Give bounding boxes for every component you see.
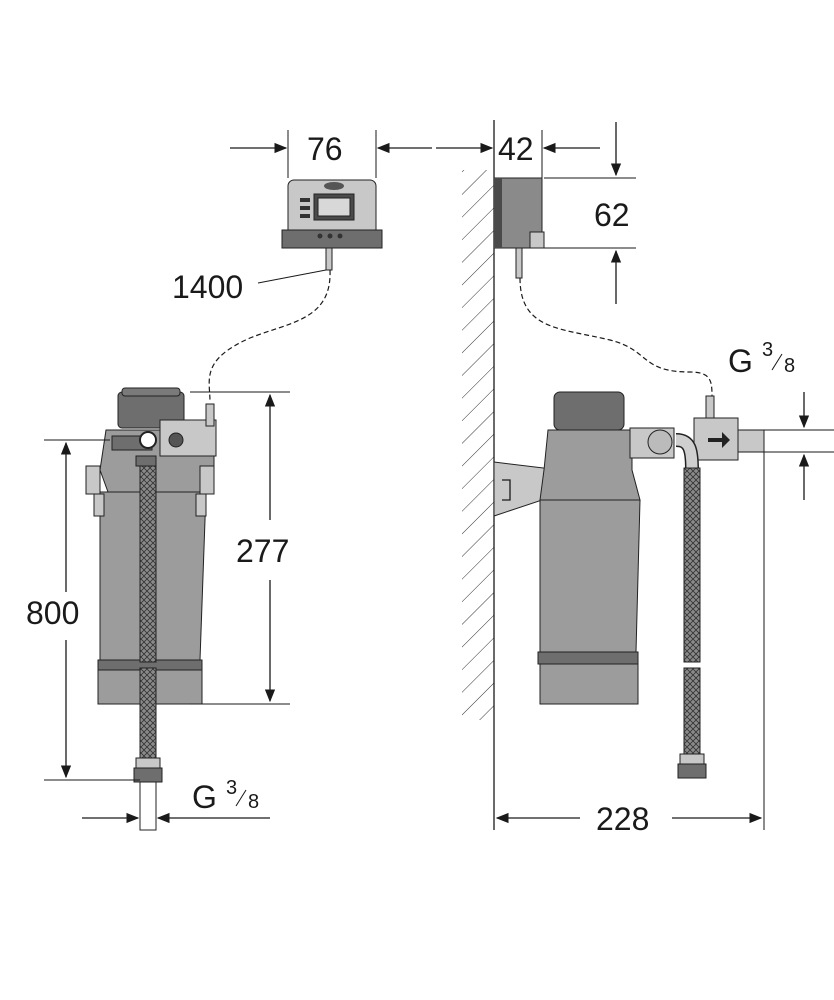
dim-total-depth-label: 228 (596, 801, 649, 837)
inlet-valve (675, 395, 765, 779)
dim-controller-depth-label: 42 (498, 131, 534, 167)
dim-controller-height-label: 62 (594, 197, 630, 233)
front-view: 76 1400 (26, 130, 432, 831)
side-view: 42 62 (436, 120, 834, 837)
inlet-left-num: 3 (226, 777, 237, 799)
inlet-left-letter: G (192, 779, 217, 815)
dim-cable-length: 1400 (172, 269, 327, 305)
dim-controller-width: 76 (230, 130, 432, 178)
cable-side (519, 277, 713, 399)
dim-total-height: 800 (26, 439, 140, 781)
dim-filter-height: 277 (190, 391, 290, 705)
dim-inlet-right: G 3 8 (728, 339, 834, 500)
dim-controller-height: 62 (544, 122, 636, 304)
dim-total-height-label: 800 (26, 595, 79, 631)
filter-unit-front (85, 387, 217, 831)
inlet-right-den: 8 (784, 355, 795, 377)
dim-total-depth: 228 (495, 452, 765, 837)
wall-hatch (462, 170, 494, 720)
control-unit-front (281, 179, 383, 271)
dim-controller-depth: 42 (436, 130, 600, 178)
inlet-right-letter: G (728, 343, 753, 379)
dim-inlet-left: G 3 8 (82, 777, 270, 824)
dim-cable-length-label: 1400 (172, 269, 243, 305)
cable-front (208, 269, 331, 403)
control-unit-side (493, 177, 545, 279)
inlet-right-num: 3 (762, 339, 773, 361)
inlet-left-den: 8 (248, 791, 259, 813)
dim-controller-width-label: 76 (307, 131, 343, 167)
filter-unit-side (537, 391, 675, 705)
dim-filter-height-label: 277 (236, 533, 289, 569)
